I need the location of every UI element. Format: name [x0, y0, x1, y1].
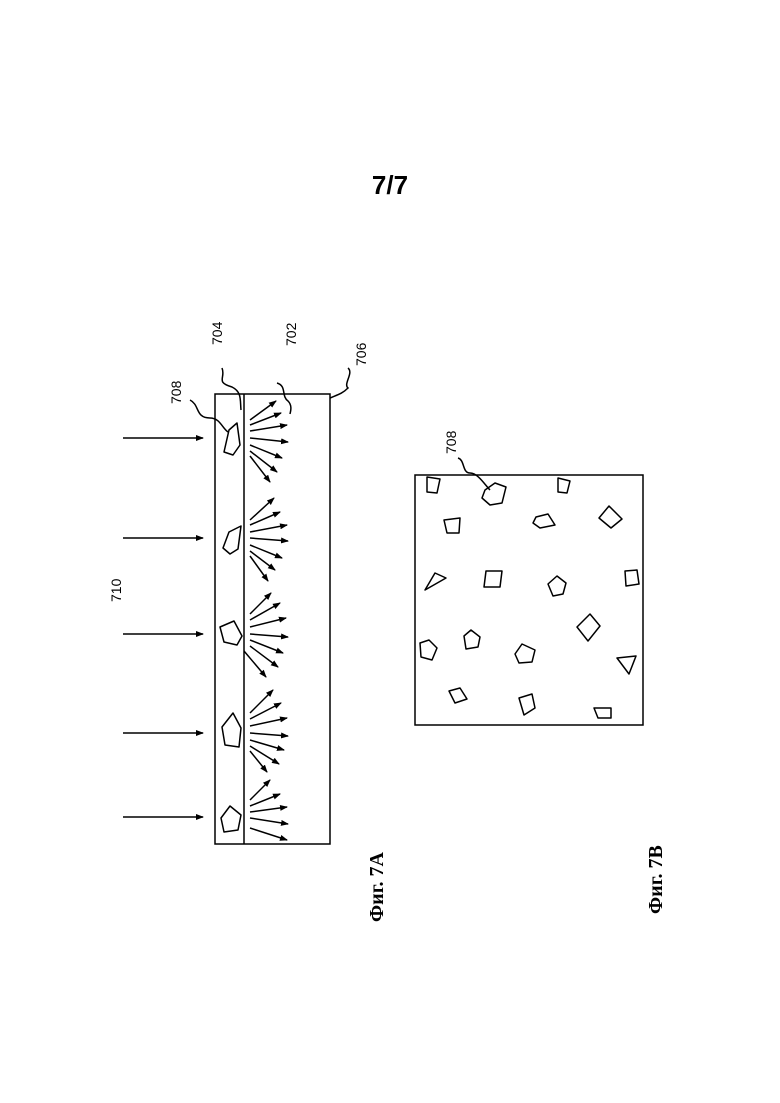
scatter-fan — [250, 401, 288, 482]
particle-708 — [625, 570, 639, 586]
substrate-706 — [215, 394, 330, 844]
label-702: 702 — [283, 322, 299, 346]
label-708: 708 — [168, 380, 184, 404]
particles-708 — [220, 423, 242, 832]
particle-708 — [449, 688, 467, 703]
film-top-view — [415, 475, 643, 725]
leader-708 — [190, 400, 228, 432]
leader-702 — [277, 383, 291, 414]
particle-708 — [482, 483, 506, 505]
particle-708 — [464, 630, 480, 649]
label-708-b: 708 — [443, 430, 459, 454]
particle-708 — [420, 640, 437, 660]
particle-708 — [515, 644, 535, 663]
scatter-fan — [250, 690, 288, 772]
label-710: 710 — [108, 578, 124, 602]
scatter-fan — [244, 593, 288, 677]
leader-704 — [222, 368, 241, 410]
particle-708 — [519, 694, 535, 715]
particle-708 — [599, 506, 622, 528]
particle-708 — [484, 571, 502, 587]
leader-706 — [330, 368, 350, 398]
particle-708 — [558, 478, 570, 493]
particle-708 — [617, 656, 636, 674]
particle-708 — [221, 806, 241, 832]
figure-7a: 710 — [108, 321, 388, 922]
particle-708 — [594, 708, 611, 718]
particles-708 — [420, 477, 639, 718]
label-706: 706 — [353, 342, 369, 366]
particle-708 — [533, 514, 555, 528]
scatter-fan — [250, 780, 288, 840]
particle-708 — [444, 518, 460, 533]
figure-7b: 708 Фиг. 7B — [415, 430, 667, 914]
particle-708 — [223, 526, 241, 554]
particle-708 — [222, 713, 241, 747]
figure-7b-caption: Фиг. 7B — [645, 845, 667, 914]
particle-708 — [224, 423, 240, 455]
leader-708-b — [458, 458, 490, 490]
particle-708 — [577, 614, 600, 641]
particle-708 — [548, 576, 566, 596]
particle-708 — [425, 573, 446, 590]
figure-7a-caption: Фиг. 7A — [366, 851, 388, 922]
label-704: 704 — [209, 321, 225, 345]
incident-arrows-710 — [123, 438, 203, 817]
scatter-fan — [250, 498, 288, 581]
particle-708 — [427, 477, 440, 493]
particle-708 — [220, 621, 242, 645]
scattered-light-702 — [244, 401, 288, 840]
